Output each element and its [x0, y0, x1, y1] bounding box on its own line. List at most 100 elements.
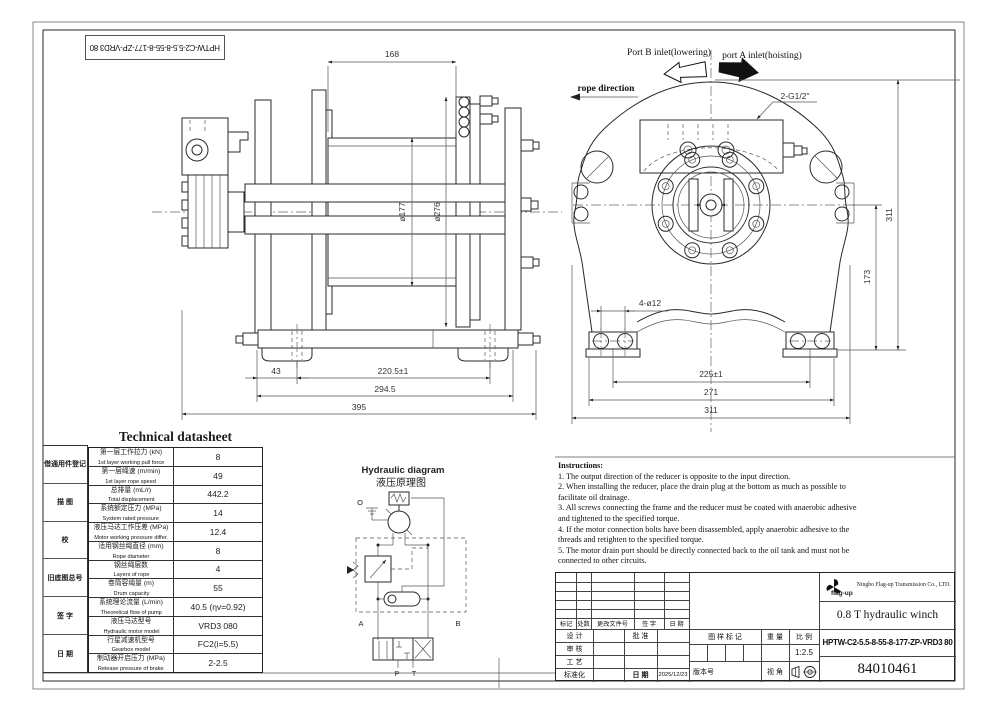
row-label-cn: 液压马达型号 — [110, 617, 152, 625]
instructions-title: Instructions: — [558, 461, 604, 470]
margin-label: 旧底图总号 — [43, 559, 87, 598]
role-check: 审 核 — [566, 645, 583, 653]
row-value: FC2(i=5.5) — [197, 639, 239, 650]
rev-header-mark: 标记 — [559, 621, 573, 628]
row-label-en: Theoretical flow of pump — [100, 609, 162, 616]
dim-43: 43 — [271, 366, 281, 376]
row-label-cn: 液压马达工作压差 (MPa) — [93, 524, 169, 531]
dim-395: 395 — [352, 402, 366, 412]
row-label-en: System rated pressure — [102, 515, 160, 522]
hydraulic-port-p: P — [395, 671, 400, 678]
company-name: Ningbo Flag-up Transmission Co., LTD. — [856, 582, 951, 588]
dim-311-height: 311 — [884, 208, 894, 222]
rope-direction-label: rope direction — [578, 84, 636, 94]
right-view-dimensions: 4-ø12 225±1 271 311 173 311 — [571, 79, 960, 424]
margin-label: 校 — [43, 522, 87, 560]
port-b-label: Port B inlet(lowering) — [627, 47, 711, 58]
margin-label: 日 期 — [57, 650, 73, 658]
rev-header-count: 处数 — [577, 621, 590, 628]
approve-label: 批 准 — [632, 632, 649, 640]
first-angle-projection-symbol — [789, 661, 819, 682]
dim-311-width: 311 — [704, 405, 718, 415]
row-label-cn: 第一层绳速 (m/min) — [101, 467, 161, 475]
table-row: 行星减速机型号 Gearbox model FC2(i=5.5) — [89, 635, 262, 655]
hydraulic-title-cn: 液压原理图 — [376, 476, 426, 489]
table-row: 第一层工作拉力 (kN) 1st layer working pull force… — [89, 448, 262, 467]
dim-271: 271 — [704, 387, 718, 397]
rev-header-docno: 更改文件号 — [597, 621, 628, 628]
dim-2945: 294.5 — [374, 384, 396, 394]
date-label: 日 期 — [632, 672, 649, 679]
margin-label: 描 图 — [43, 484, 87, 522]
flange-bolts — [657, 151, 765, 259]
drawing-mark-label: 图 样 标 记 — [708, 633, 742, 641]
row-label-en: Total displacement — [107, 496, 155, 503]
flag-up-logo-icon — [826, 579, 841, 594]
dim-225: 225±1 — [699, 369, 723, 379]
row-label-en: 1st layer working pull force — [97, 459, 165, 466]
part-number: HPTW-C2-5.5-8-55-8-177-ZP-VRD3 80 — [822, 638, 953, 647]
company-row: flag-up Ningbo Flag-up Transmission Co.,… — [819, 573, 956, 601]
version-label: 版本号 — [693, 668, 714, 676]
role-design: 设 计 — [566, 632, 583, 640]
row-label-cn: 行星减速机型号 — [107, 636, 155, 644]
thread-label: 2-G1/2" — [780, 91, 809, 101]
role-process: 工 艺 — [566, 658, 583, 666]
row-label-cn: 第一层工作拉力 (kN) — [99, 449, 163, 456]
hydraulic-title-en: Hydraulic diagram — [362, 465, 445, 476]
row-value: 49 — [213, 470, 223, 481]
right-view-labels: rope direction Port B inlet(lowering) po… — [578, 47, 810, 101]
row-label-en: 1st layer rope speed — [105, 477, 157, 485]
dim-2205: 220.5±1 — [378, 366, 409, 376]
row-label-en: Hydraulic motor model — [102, 627, 160, 635]
row-value: 14 — [213, 508, 223, 519]
row-value: 442.2 — [207, 489, 229, 500]
row-label-cn: 系统理论流量 (L/min) — [99, 599, 163, 606]
row-label-en: Layers of rope — [113, 571, 149, 578]
instruction-item: 5. The motor drain port should be direct… — [558, 545, 850, 566]
dim-d177: ø177 — [397, 202, 407, 222]
instruction-item: 4. If the motor connection bolts have be… — [558, 524, 850, 545]
instructions-block: Instructions: 1. The output direction of… — [558, 461, 870, 567]
row-value: VRD3 080 — [198, 620, 238, 631]
drawing-number: 84010461 — [857, 660, 918, 677]
row-value: 12.4 — [209, 526, 227, 537]
row-label-en: Drum capacity — [113, 590, 149, 597]
hydraulic-port-t: T — [412, 671, 417, 678]
logo-text: flag-up — [831, 589, 853, 597]
datasheet-title: Technical datasheet — [118, 429, 233, 444]
weight-label: 重 量 — [767, 633, 783, 641]
dim-173: 173 — [862, 270, 872, 284]
product-name: 0.8 T hydraulic winch — [836, 609, 939, 621]
row-value: 8 — [215, 545, 221, 556]
table-row: 液压马达工作压差 (MPa) Motor working pressure dif… — [89, 523, 262, 542]
hydraulic-port-a: A — [358, 619, 363, 628]
role-standardization: 标准化 — [564, 672, 585, 679]
margin-label: 签 字 — [43, 597, 87, 636]
table-row: 液压马达型号 Hydraulic motor model VRD3 080 — [89, 616, 262, 636]
part-number-box: HPTW-C2-5.5-8-55-8-177-ZP-VRD3 80 — [85, 35, 225, 60]
rev-header-sign: 签 字 — [641, 621, 657, 628]
row-value: 8 — [215, 451, 221, 462]
hydraulic-port-o: O — [357, 498, 363, 507]
table-row: 第一层绳速 (m/min) 1st layer rope speed 49 — [89, 466, 262, 486]
instruction-item: 1. The output direction of the reducer i… — [558, 471, 791, 481]
date-value: 2025/12/23 — [658, 672, 688, 678]
view-angle-label: 视 角 — [767, 668, 783, 676]
hydraulic-port-b: B — [455, 619, 460, 628]
row-label-en: Motor working pressure differ. — [94, 534, 168, 541]
row-label-en: Gearbox model — [111, 646, 151, 653]
row-label-en: Release pressure of brake — [98, 665, 164, 672]
sheet-border — [32, 21, 965, 690]
datasheet-table: 第一层工作拉力 (kN) 1st layer working pull force… — [88, 447, 263, 673]
scale-label: 比 例 — [796, 633, 812, 641]
dim-168: 168 — [385, 49, 399, 59]
